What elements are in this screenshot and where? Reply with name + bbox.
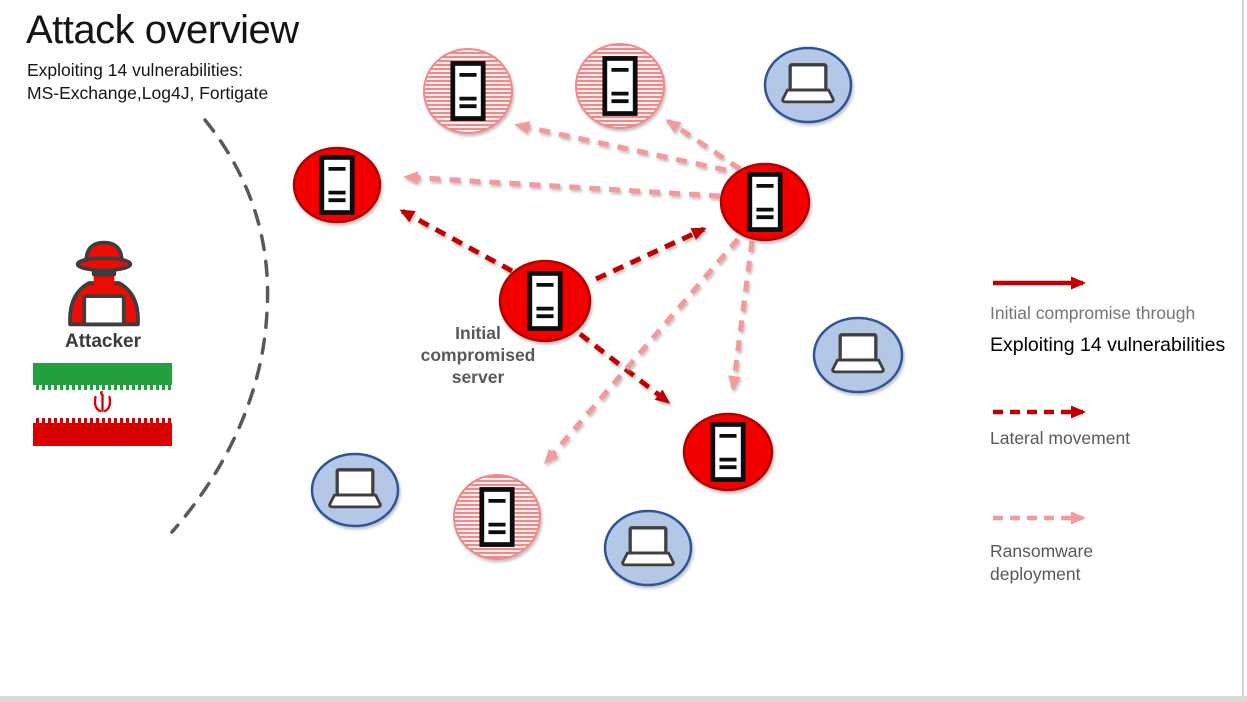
node-encrypted-server	[453, 474, 541, 560]
node-compromised-server	[292, 146, 382, 224]
lateral-movement-arrow	[594, 226, 707, 282]
laptop-icon	[82, 294, 126, 327]
legend-label: deployment	[990, 564, 1081, 584]
node-laptop	[603, 509, 693, 587]
laptop-icon	[620, 526, 676, 567]
perimeter-arc	[170, 118, 270, 534]
ransomware-deployment-arrow	[728, 240, 755, 391]
legend-label: Initial compromise through	[990, 303, 1196, 323]
server-icon	[713, 424, 743, 479]
lateral-movement-arrow	[578, 332, 671, 404]
laptop-icon	[327, 468, 383, 509]
server-icon	[482, 489, 512, 544]
legend-label: Exploiting 14 vulnerabilities	[990, 334, 1226, 356]
node-encrypted-server	[575, 43, 665, 129]
ransomware-deployment-arrow	[544, 237, 740, 465]
laptop-icon	[780, 63, 836, 104]
attacker-icon	[57, 236, 151, 330]
legend-lateral-movement-arrow	[993, 405, 1086, 419]
ransomware-deployment-arrow	[403, 171, 721, 199]
node-initial-compromised-server	[498, 259, 592, 343]
node-laptop	[310, 452, 400, 528]
legend-label: Lateral movement	[990, 428, 1131, 448]
takbir-band	[33, 418, 172, 423]
node-encrypted-server	[423, 48, 513, 134]
ransomware-deployment-arrow	[665, 118, 742, 172]
slide-right-edge	[1242, 0, 1244, 702]
node-compromised-server	[682, 412, 774, 492]
server-icon	[453, 63, 483, 118]
legend-label: Ransomware	[990, 541, 1094, 561]
server-icon	[750, 174, 780, 229]
iran-emblem-icon	[93, 391, 112, 413]
node-laptop	[763, 46, 853, 124]
subtitle-line: MS-Exchange,Log4J, Fortigate	[27, 83, 269, 103]
node-laptop	[812, 316, 904, 394]
legend-ransomware-arrow	[993, 511, 1086, 525]
server-icon	[605, 58, 635, 113]
iran-flag	[33, 363, 172, 446]
server-icon	[322, 157, 352, 212]
laptop-icon	[830, 333, 886, 374]
slide-bottom-edge	[0, 696, 1247, 702]
lateral-movement-arrow	[399, 208, 514, 274]
subtitle-line: Exploiting 14 vulnerabilities:	[27, 60, 243, 80]
initial-server-label: Initial compromised server	[420, 323, 536, 387]
ransomware-deployment-arrow	[514, 121, 727, 173]
takbir-band	[33, 385, 172, 390]
attacker-label: Attacker	[64, 331, 142, 352]
legend-initial-compromise-arrow	[993, 276, 1086, 290]
server-icon	[530, 273, 560, 328]
node-compromised-server	[719, 162, 811, 242]
page-title: Attack overview	[26, 8, 299, 52]
